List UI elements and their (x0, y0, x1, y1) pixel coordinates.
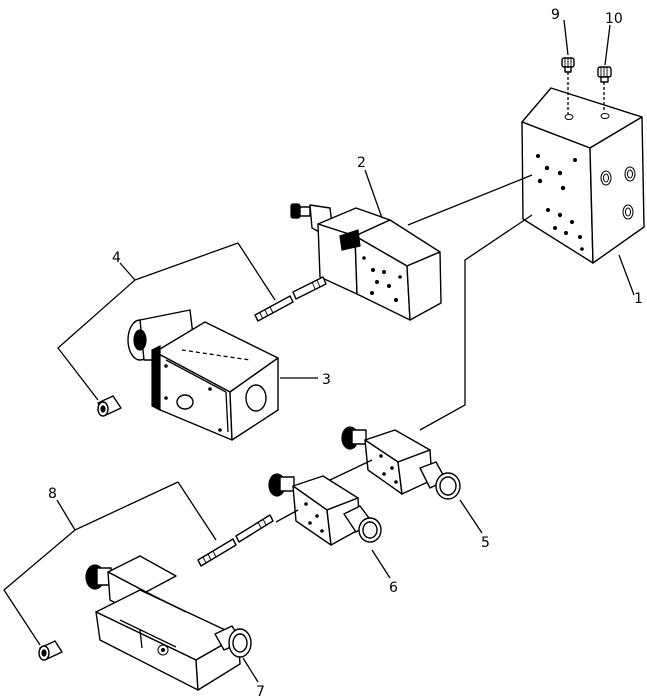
callout-3: 3 (322, 372, 331, 388)
callout-8: 8 (48, 486, 57, 502)
plug-right (597, 66, 612, 112)
plug-left (561, 57, 575, 114)
stud-and-nut-set-lower (38, 514, 274, 661)
leader-lines (3, 19, 635, 683)
solenoid-valve-large (127, 309, 279, 441)
callout-5: 5 (481, 535, 490, 551)
modular-valve-right (341, 426, 461, 500)
callout-2: 2 (357, 155, 366, 171)
stud-and-nut-set-upper (97, 276, 327, 417)
solenoid-directional-valve (85, 555, 252, 691)
callout-1: 1 (634, 291, 643, 307)
manifold-block (521, 87, 645, 264)
stud-upper-a (254, 295, 294, 322)
callout-10: 10 (605, 11, 623, 27)
pressure-reducing-valve (290, 203, 442, 321)
stud-lower-a (197, 538, 237, 567)
callout-7: 7 (256, 684, 265, 698)
callout-labels: 9 10 2 1 4 3 5 6 8 7 (48, 7, 643, 698)
stud-lower-b (235, 514, 274, 543)
nut-lower (38, 640, 63, 661)
nut-upper (97, 395, 122, 417)
modular-valve-left (268, 473, 382, 546)
stud-upper-b (292, 276, 327, 300)
callout-9: 9 (551, 7, 560, 23)
callout-6: 6 (389, 580, 398, 596)
callout-4: 4 (112, 250, 121, 266)
